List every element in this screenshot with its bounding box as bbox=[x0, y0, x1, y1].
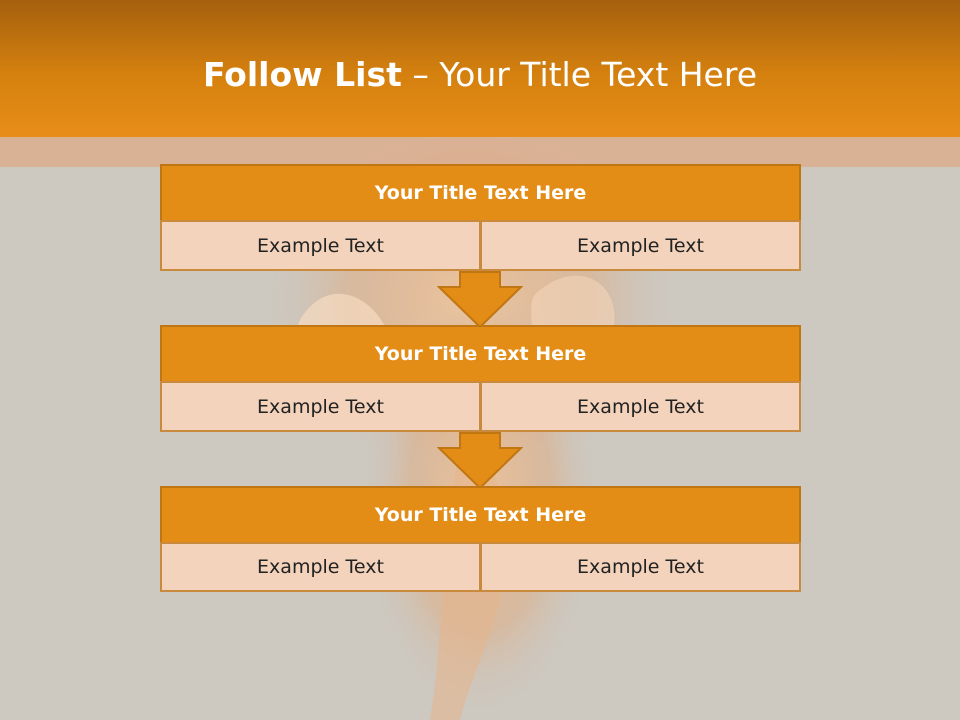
step-2: Your Title Text Here Example Text Exampl… bbox=[160, 325, 801, 433]
step-2-title: Your Title Text Here bbox=[160, 325, 801, 383]
slide-title: Follow List – Your Title Text Here bbox=[0, 52, 960, 98]
down-arrow-1-icon bbox=[437, 271, 523, 329]
slide-title-rest: – Your Title Text Here bbox=[412, 55, 758, 94]
step-3-title: Your Title Text Here bbox=[160, 486, 801, 544]
step-1-right-text: Example Text bbox=[480, 220, 801, 271]
step-1-left-text: Example Text bbox=[160, 220, 481, 271]
step-3-right-text: Example Text bbox=[480, 542, 801, 592]
step-2-left-text: Example Text bbox=[160, 381, 481, 432]
slide-title-bold: Follow List bbox=[202, 55, 402, 94]
title-bar bbox=[0, 0, 960, 137]
down-arrow-2-icon bbox=[437, 432, 523, 490]
step-3-left-text: Example Text bbox=[160, 542, 481, 592]
step-1-title: Your Title Text Here bbox=[160, 164, 801, 222]
step-2-right-text: Example Text bbox=[480, 381, 801, 432]
title-bar-underlay bbox=[0, 137, 960, 167]
step-3: Your Title Text Here Example Text Exampl… bbox=[160, 486, 801, 592]
step-1: Your Title Text Here Example Text Exampl… bbox=[160, 164, 801, 272]
